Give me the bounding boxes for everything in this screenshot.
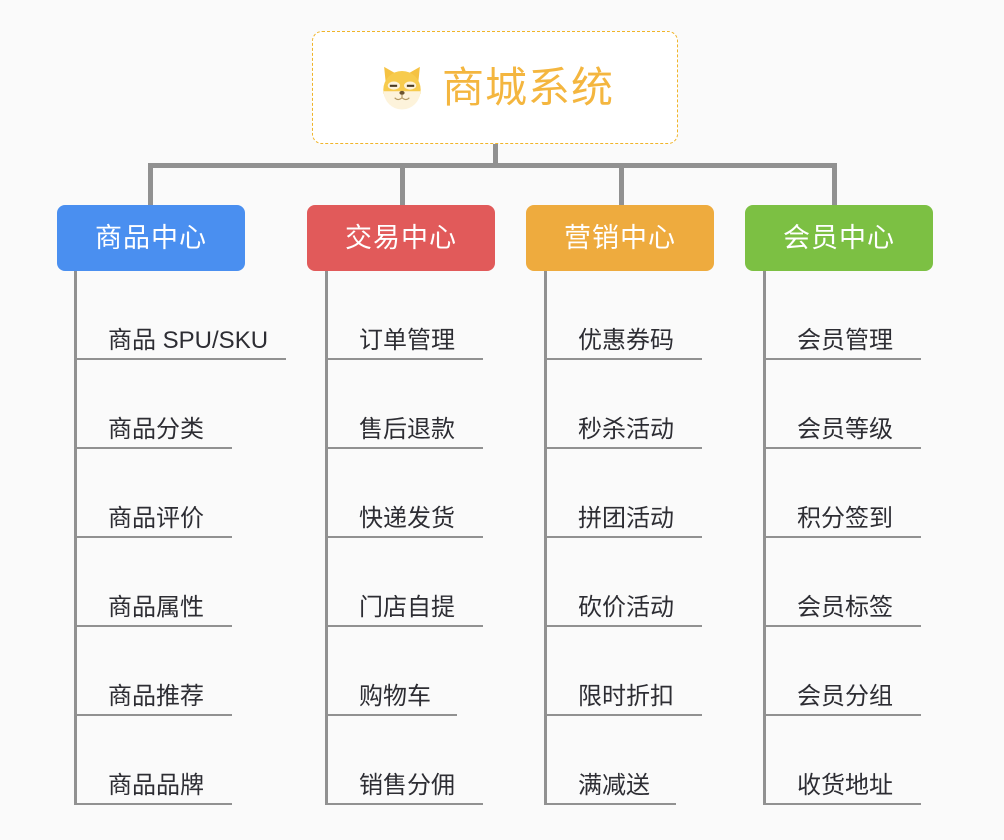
leaf-item-label: 会员等级	[797, 415, 893, 443]
connector-drop-1	[400, 163, 405, 207]
leaf-item[interactable]: 拼团活动	[544, 449, 702, 538]
leaf-item-rule	[544, 536, 702, 538]
leaf-item-label: 商品 SPU/SKU	[108, 326, 269, 354]
leaf-item[interactable]: 商品 SPU/SKU	[74, 271, 286, 360]
leaf-item-label: 商品属性	[108, 593, 204, 621]
leaf-item-label: 会员分组	[797, 682, 893, 710]
leaf-item-label: 门店自提	[359, 593, 455, 621]
leaf-item[interactable]: 售后退款	[325, 360, 483, 449]
leaf-item[interactable]: 商品推荐	[74, 627, 268, 716]
leaf-item-label: 售后退款	[359, 415, 455, 443]
leaf-item-label: 收货地址	[797, 771, 893, 799]
leaf-column-trade-center: 订单管理售后退款快递发货门店自提购物车销售分佣	[325, 271, 483, 805]
leaf-item-label: 商品推荐	[108, 682, 204, 710]
leaf-item-rule	[325, 625, 483, 627]
leaf-item-label: 拼团活动	[578, 504, 674, 532]
leaf-item[interactable]: 门店自提	[325, 538, 483, 627]
leaf-item-rule	[763, 803, 921, 805]
category-label: 商品中心	[95, 222, 207, 253]
category-box-product-center[interactable]: 商品中心	[57, 205, 245, 271]
leaf-item-label: 砍价活动	[578, 593, 674, 621]
leaf-item[interactable]: 销售分佣	[325, 716, 483, 805]
leaf-item[interactable]: 限时折扣	[544, 627, 702, 716]
connector-stem	[493, 144, 498, 166]
leaf-item-rule	[74, 358, 286, 360]
category-label: 交易中心	[345, 222, 457, 253]
leaf-item-rule	[74, 714, 232, 716]
leaf-column-marketing-center: 优惠券码秒杀活动拼团活动砍价活动限时折扣满减送	[544, 271, 702, 805]
leaf-item-rule	[325, 358, 483, 360]
leaf-item[interactable]: 会员等级	[763, 360, 921, 449]
leaf-item-rule	[544, 358, 702, 360]
category-box-trade-center[interactable]: 交易中心	[307, 205, 495, 271]
leaf-item-label: 订单管理	[359, 326, 455, 354]
category-label: 会员中心	[783, 222, 895, 253]
leaf-item-label: 秒杀活动	[578, 415, 674, 443]
leaf-item[interactable]: 会员分组	[763, 627, 921, 716]
leaf-item-rule	[544, 714, 702, 716]
leaf-item[interactable]: 砍价活动	[544, 538, 702, 627]
leaf-item-label: 积分签到	[797, 504, 893, 532]
leaf-item[interactable]: 商品分类	[74, 360, 268, 449]
category-label: 营销中心	[564, 222, 676, 253]
leaf-item-rule	[544, 625, 702, 627]
leaf-item[interactable]: 快递发货	[325, 449, 483, 538]
leaf-item-label: 优惠券码	[578, 326, 674, 354]
leaf-item-rule	[74, 536, 232, 538]
leaf-item-rule	[544, 447, 702, 449]
leaf-spine	[544, 271, 547, 805]
root-node[interactable]: 商城系统	[312, 31, 678, 144]
leaf-item[interactable]: 会员标签	[763, 538, 921, 627]
leaf-item-rule	[763, 447, 921, 449]
leaf-item[interactable]: 购物车	[325, 627, 457, 716]
leaf-item-label: 会员标签	[797, 593, 893, 621]
leaf-spine	[325, 271, 328, 805]
leaf-item[interactable]: 秒杀活动	[544, 360, 702, 449]
leaf-item-rule	[74, 625, 232, 627]
leaf-item[interactable]: 商品评价	[74, 449, 268, 538]
leaf-item[interactable]: 商品品牌	[74, 716, 268, 805]
leaf-item-rule	[325, 536, 483, 538]
leaf-item-label: 会员管理	[797, 326, 893, 354]
leaf-column-member-center: 会员管理会员等级积分签到会员标签会员分组收货地址	[763, 271, 921, 805]
leaf-item[interactable]: 商品属性	[74, 538, 268, 627]
leaf-item-rule	[74, 447, 232, 449]
leaf-item-rule	[544, 803, 676, 805]
leaf-item-rule	[325, 447, 483, 449]
leaf-item-label: 销售分佣	[359, 771, 455, 799]
leaf-item-label: 商品分类	[108, 415, 204, 443]
connector-drop-2	[619, 163, 624, 207]
connector-bus	[148, 163, 832, 168]
connector-drop-3	[832, 163, 837, 207]
leaf-item[interactable]: 积分签到	[763, 449, 921, 538]
leaf-item-rule	[763, 358, 921, 360]
leaf-item-rule	[325, 803, 483, 805]
leaf-spine	[763, 271, 766, 805]
leaf-item-rule	[325, 714, 457, 716]
leaf-item-label: 商品品牌	[108, 771, 204, 799]
leaf-column-product-center: 商品 SPU/SKU 商品分类商品评价商品属性商品推荐商品品牌	[74, 271, 286, 805]
leaf-item-label: 限时折扣	[578, 682, 674, 710]
category-box-member-center[interactable]: 会员中心	[745, 205, 933, 271]
leaf-item-label: 购物车	[359, 682, 431, 710]
leaf-item[interactable]: 订单管理	[325, 271, 483, 360]
page-title: 商城系统	[441, 63, 614, 111]
leaf-item[interactable]: 会员管理	[763, 271, 921, 360]
leaf-item-label: 商品评价	[108, 504, 204, 532]
leaf-item-rule	[763, 625, 921, 627]
leaf-item[interactable]: 收货地址	[763, 716, 921, 805]
shiba-dog-face-icon	[383, 66, 421, 110]
leaf-item-rule	[74, 803, 232, 805]
leaf-item-rule	[763, 714, 921, 716]
category-box-marketing-center[interactable]: 营销中心	[526, 205, 714, 271]
leaf-item[interactable]: 优惠券码	[544, 271, 702, 360]
connector-drop-0	[148, 163, 153, 207]
leaf-item-rule	[763, 536, 921, 538]
leaf-item-label: 满减送	[578, 771, 650, 799]
leaf-item[interactable]: 满减送	[544, 716, 676, 805]
leaf-item-label: 快递发货	[359, 504, 455, 532]
leaf-spine	[74, 271, 77, 805]
